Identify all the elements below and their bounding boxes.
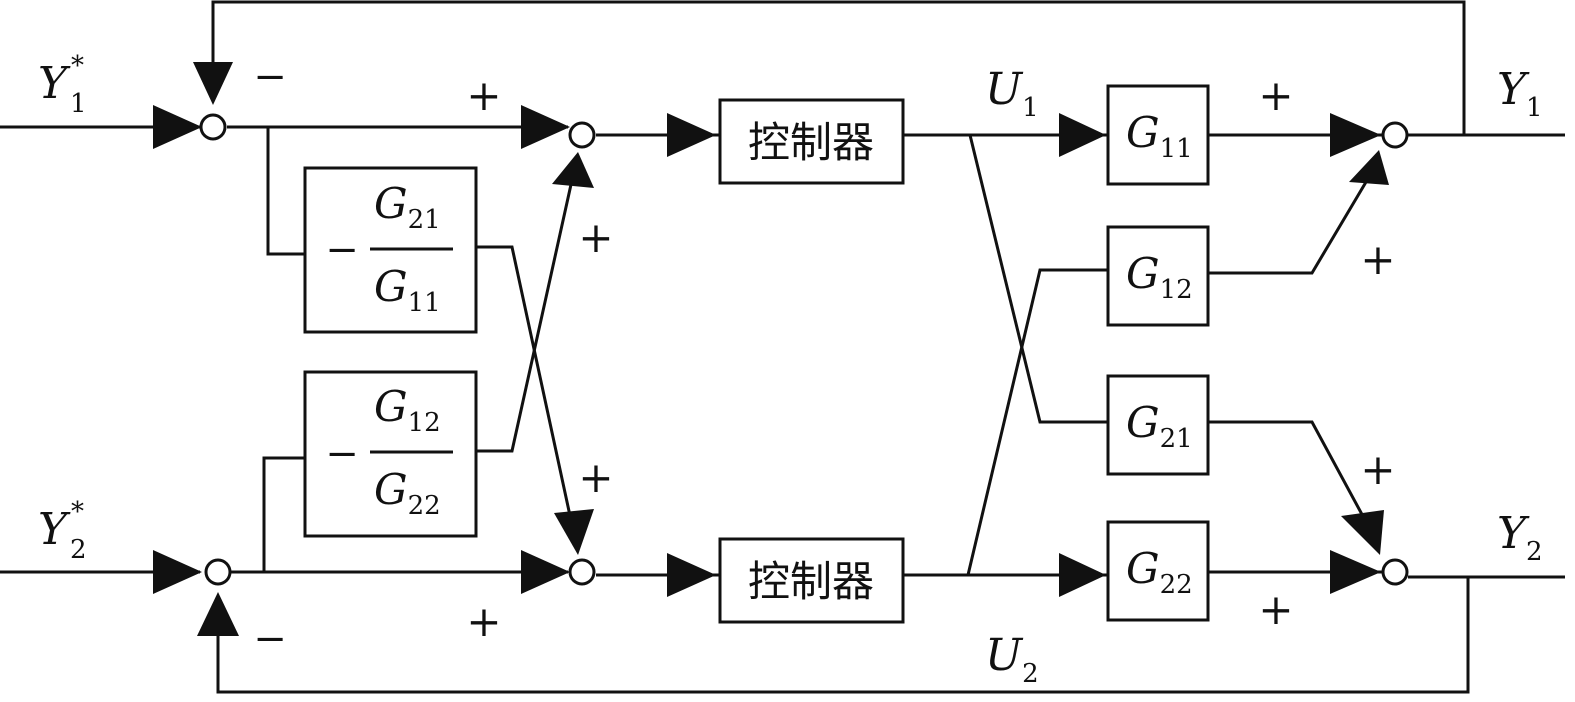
decoupler-lower-numerator: G12 bbox=[374, 382, 441, 438]
input-y1-ref-label: Y*1 bbox=[38, 51, 87, 119]
plant-g21-block: G21 bbox=[1106, 374, 1210, 476]
arrowheads bbox=[153, 62, 1389, 636]
plant-g22-block: G22 bbox=[1106, 520, 1210, 622]
plus-sign: + bbox=[1360, 235, 1395, 284]
plus-sign: + bbox=[578, 213, 613, 262]
decoupler-lower-denominator: G22 bbox=[374, 465, 441, 521]
arrowhead bbox=[554, 509, 594, 555]
arrowhead bbox=[667, 553, 716, 597]
plus-sign: + bbox=[1258, 71, 1293, 120]
plus-sign: + bbox=[466, 597, 501, 646]
arrowhead bbox=[521, 105, 570, 149]
input-y2-ref-label: Y*2 bbox=[38, 497, 87, 565]
summing-junction-j6 bbox=[1381, 558, 1409, 586]
summing-junction-j4 bbox=[568, 558, 596, 586]
arrowhead bbox=[521, 550, 570, 594]
arrowhead bbox=[197, 592, 239, 636]
plant-g12-label: G12 bbox=[1126, 249, 1193, 305]
decoupler-upper-denominator: G11 bbox=[374, 262, 441, 318]
decoupler-lower-block: − G12 G22 bbox=[303, 370, 478, 538]
decoupler-upper-numerator: G21 bbox=[374, 179, 441, 235]
plus-sign: + bbox=[466, 71, 501, 120]
controller-bottom-label: 控制器 bbox=[748, 557, 874, 606]
arrowhead bbox=[1330, 113, 1381, 157]
arrowhead bbox=[153, 105, 202, 149]
summing-junction-j3 bbox=[204, 558, 232, 586]
summing-junction-j2 bbox=[568, 121, 596, 149]
controller-top-block: 控制器 bbox=[718, 98, 905, 185]
plant-g22-label: G22 bbox=[1126, 544, 1193, 600]
decoupler-upper-minus: − bbox=[325, 227, 359, 273]
plus-sign: + bbox=[1258, 585, 1293, 634]
summing-junction-j5 bbox=[1381, 121, 1409, 149]
control-signal-u2-label: U2 bbox=[985, 630, 1039, 689]
arrowhead bbox=[552, 152, 594, 188]
plant-g11-block: G11 bbox=[1106, 84, 1210, 186]
decoupler-upper-block: − G21 G11 bbox=[303, 166, 478, 334]
arrowhead bbox=[153, 550, 202, 594]
plus-sign: + bbox=[1360, 445, 1395, 494]
plant-g21-label: G21 bbox=[1126, 398, 1193, 454]
arrowhead bbox=[667, 113, 716, 157]
arrowhead bbox=[1341, 510, 1384, 555]
arrowhead bbox=[1330, 550, 1381, 594]
arrowhead bbox=[1059, 113, 1106, 157]
controller-bottom-block: 控制器 bbox=[718, 537, 905, 624]
arrowhead bbox=[1059, 553, 1106, 597]
decoupler-lower-minus: − bbox=[325, 431, 359, 477]
output-y1-label: Y1 bbox=[1497, 64, 1543, 123]
controller-top-label: 控制器 bbox=[748, 118, 874, 167]
plus-sign: + bbox=[578, 453, 613, 502]
output-y2-label: Y2 bbox=[1497, 508, 1543, 567]
arrowhead bbox=[193, 62, 233, 105]
summing-junction-j1 bbox=[199, 113, 227, 141]
arrowhead bbox=[1349, 150, 1389, 185]
plant-g12-block: G12 bbox=[1106, 225, 1210, 327]
control-signal-u1-label: U1 bbox=[985, 64, 1039, 123]
minus-sign: − bbox=[253, 616, 287, 662]
plant-g11-label: G11 bbox=[1126, 108, 1193, 164]
minus-sign: − bbox=[253, 54, 287, 100]
